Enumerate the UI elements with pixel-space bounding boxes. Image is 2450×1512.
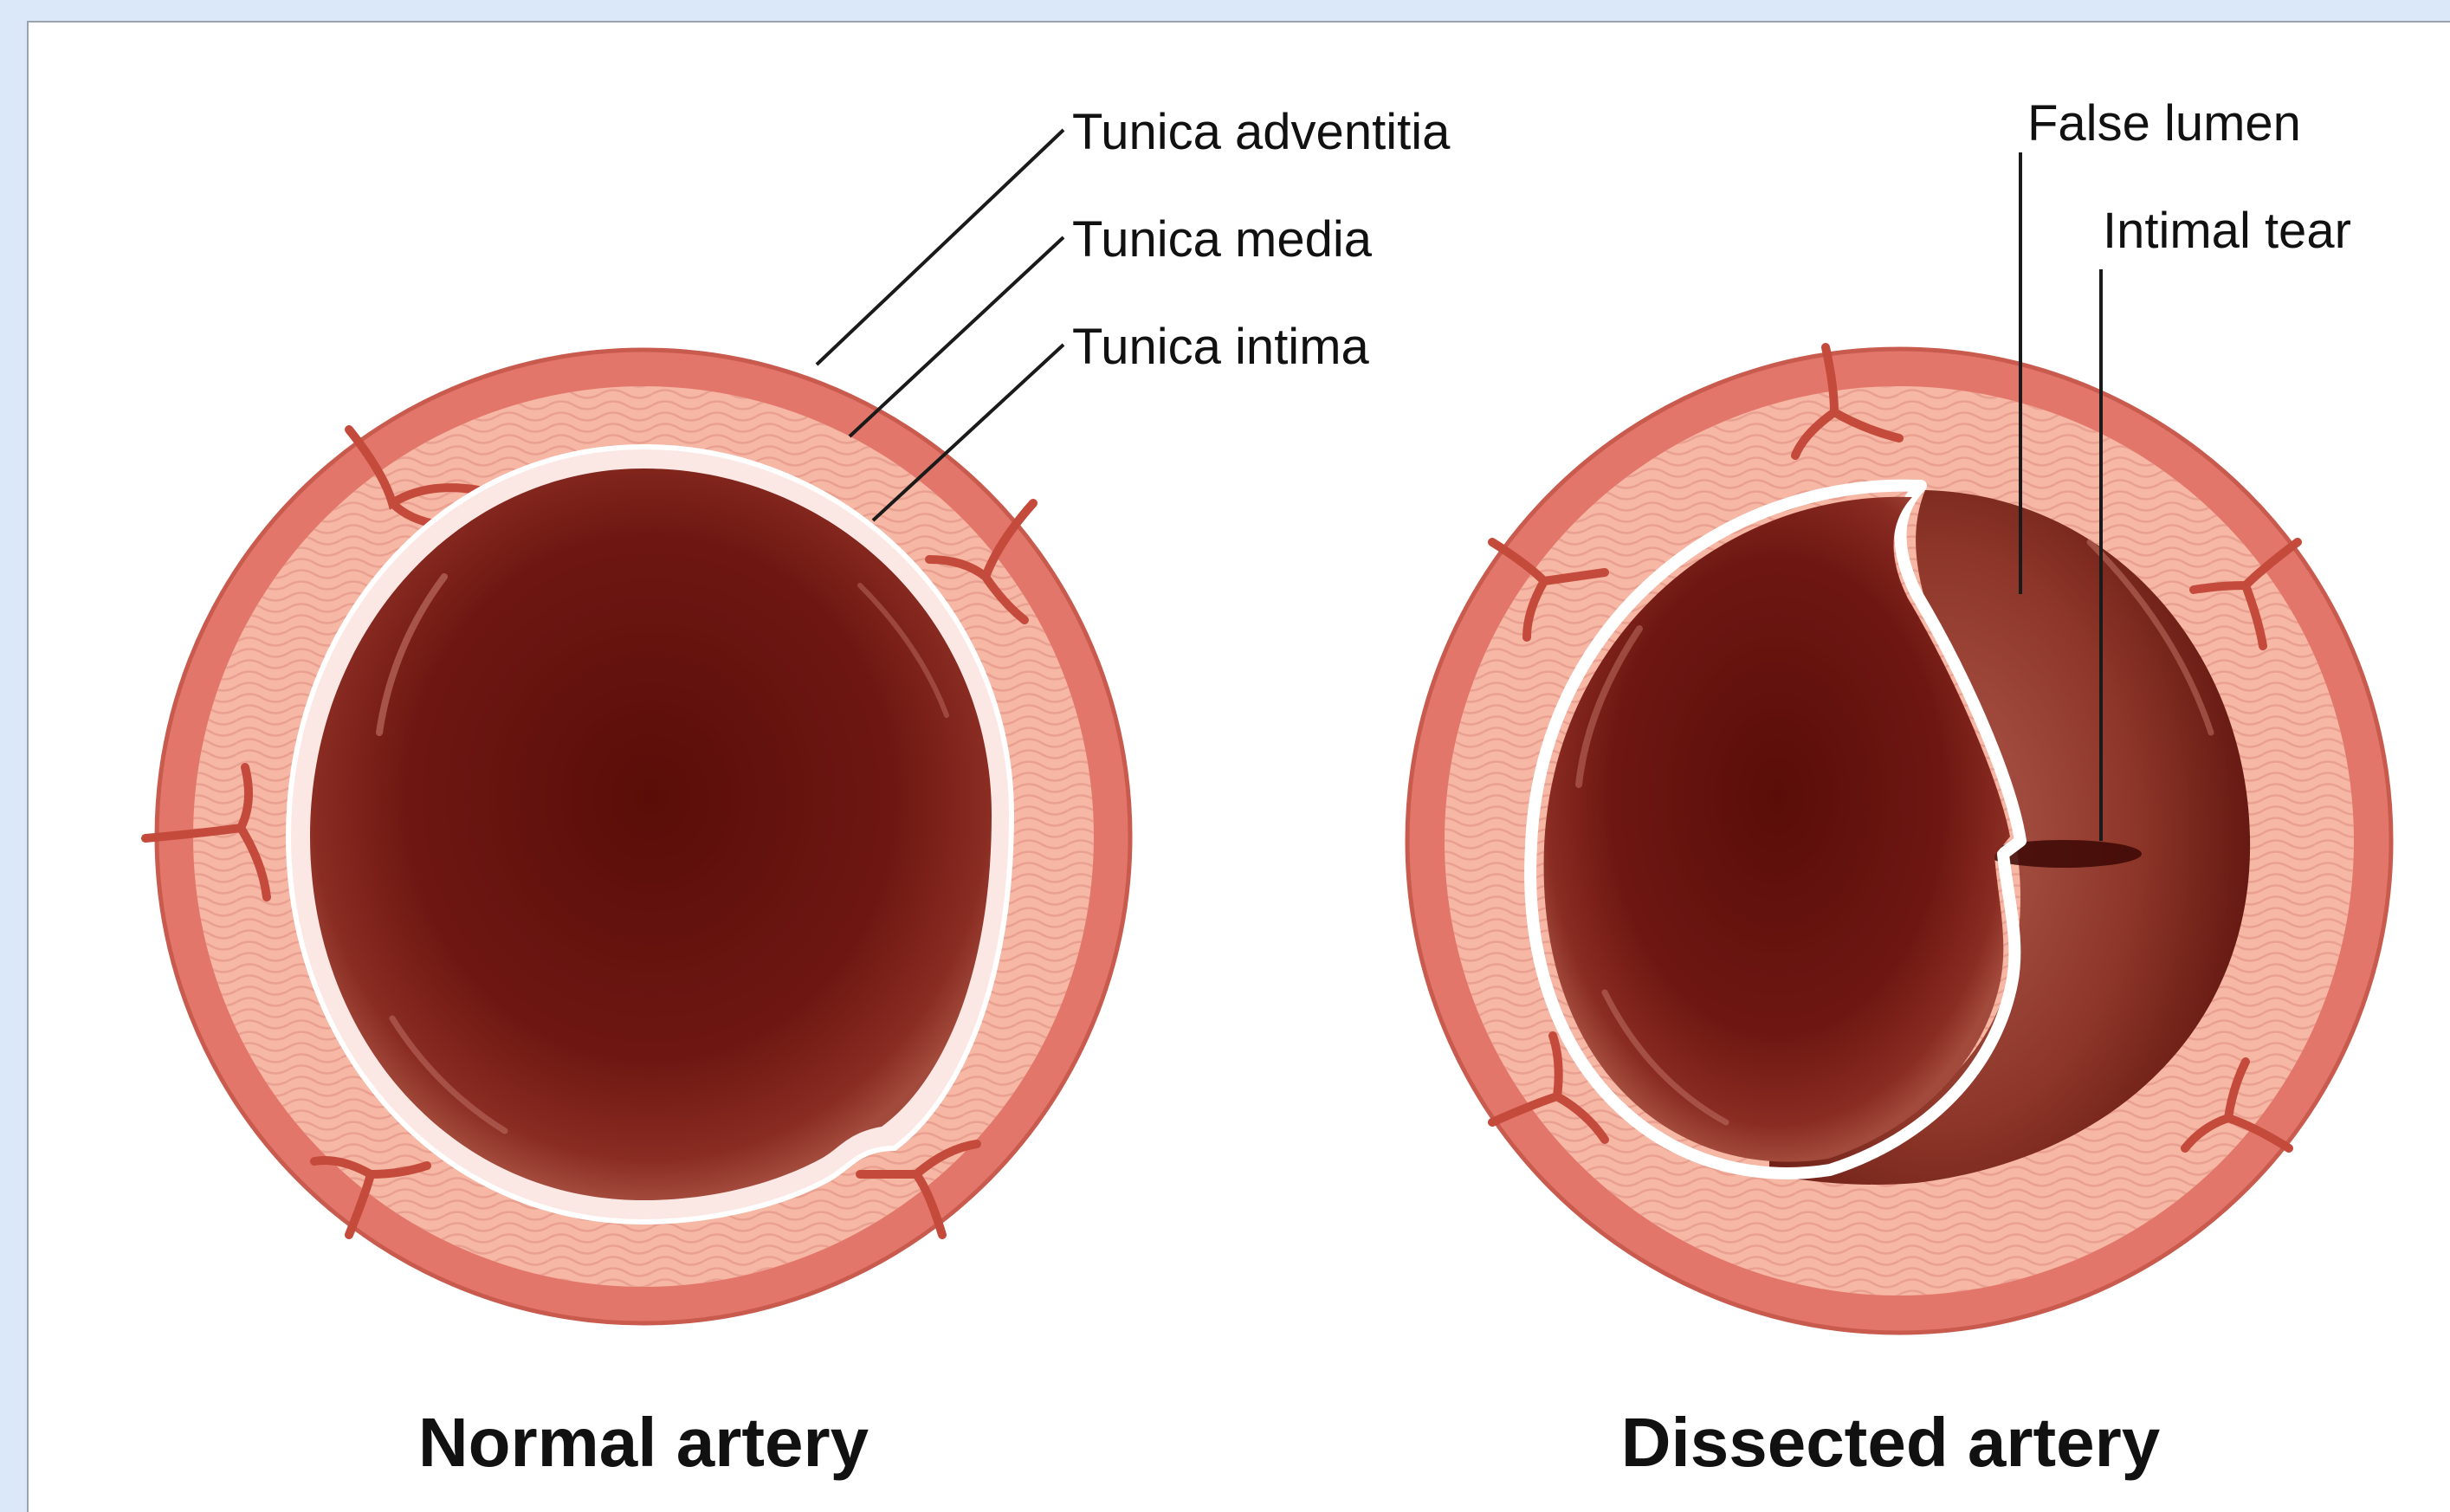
normal-artery: [145, 350, 1130, 1323]
normal-lumen: [310, 468, 992, 1200]
label-tunica-intima: Tunica intima: [1072, 322, 1369, 372]
illustration-frame: Tunica adventitia Tunica media Tunica in…: [27, 21, 2450, 1512]
leader-adventitia: [817, 130, 1063, 365]
dissected-artery: [1407, 347, 2391, 1333]
label-intimal-tear: Intimal tear: [2103, 206, 2351, 256]
label-tunica-adventitia: Tunica adventitia: [1072, 107, 1450, 158]
caption-dissected-artery: Dissected artery: [1621, 1408, 2161, 1477]
label-tunica-media: Tunica media: [1072, 215, 1372, 265]
label-false-lumen: False lumen: [2027, 99, 2301, 149]
caption-normal-artery: Normal artery: [418, 1408, 869, 1477]
leader-media: [850, 237, 1063, 436]
